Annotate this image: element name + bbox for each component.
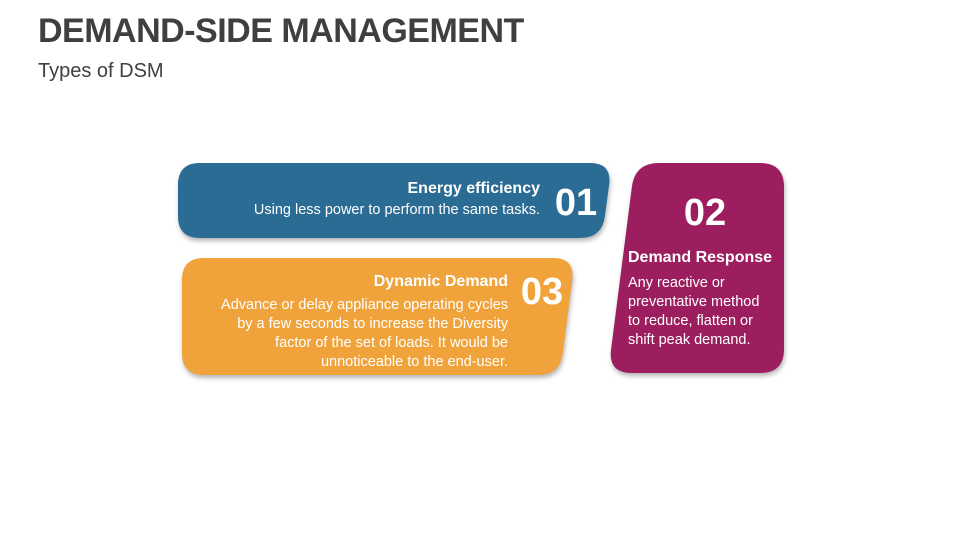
slide-title: DEMAND-SIDE MANAGEMENT [38,12,524,50]
card-01-body: Using less power to perform the same tas… [253,202,540,218]
card-02-number: 02 [683,192,727,234]
card-02-title: Demand Response [628,249,773,266]
card-03-title: Dynamic Demand [373,273,508,290]
card-02-shape [610,163,784,373]
card-01-number: 01 [554,182,598,224]
slide-subtitle: Types of DSM [38,60,164,82]
card-01: Energy efficiency Using less power to pe… [240,179,540,220]
card-01-title: Energy efficiency [407,180,541,197]
card-03-shape [182,258,573,375]
card-01-shape [178,163,610,238]
card-02-body: Any reactive or preventative method to r… [628,275,760,348]
card-03-number: 03 [520,271,564,313]
card-03-body: Advance or delay appliance operating cyc… [221,297,508,370]
card-03: Dynamic Demand Advance or delay applianc… [205,272,508,372]
